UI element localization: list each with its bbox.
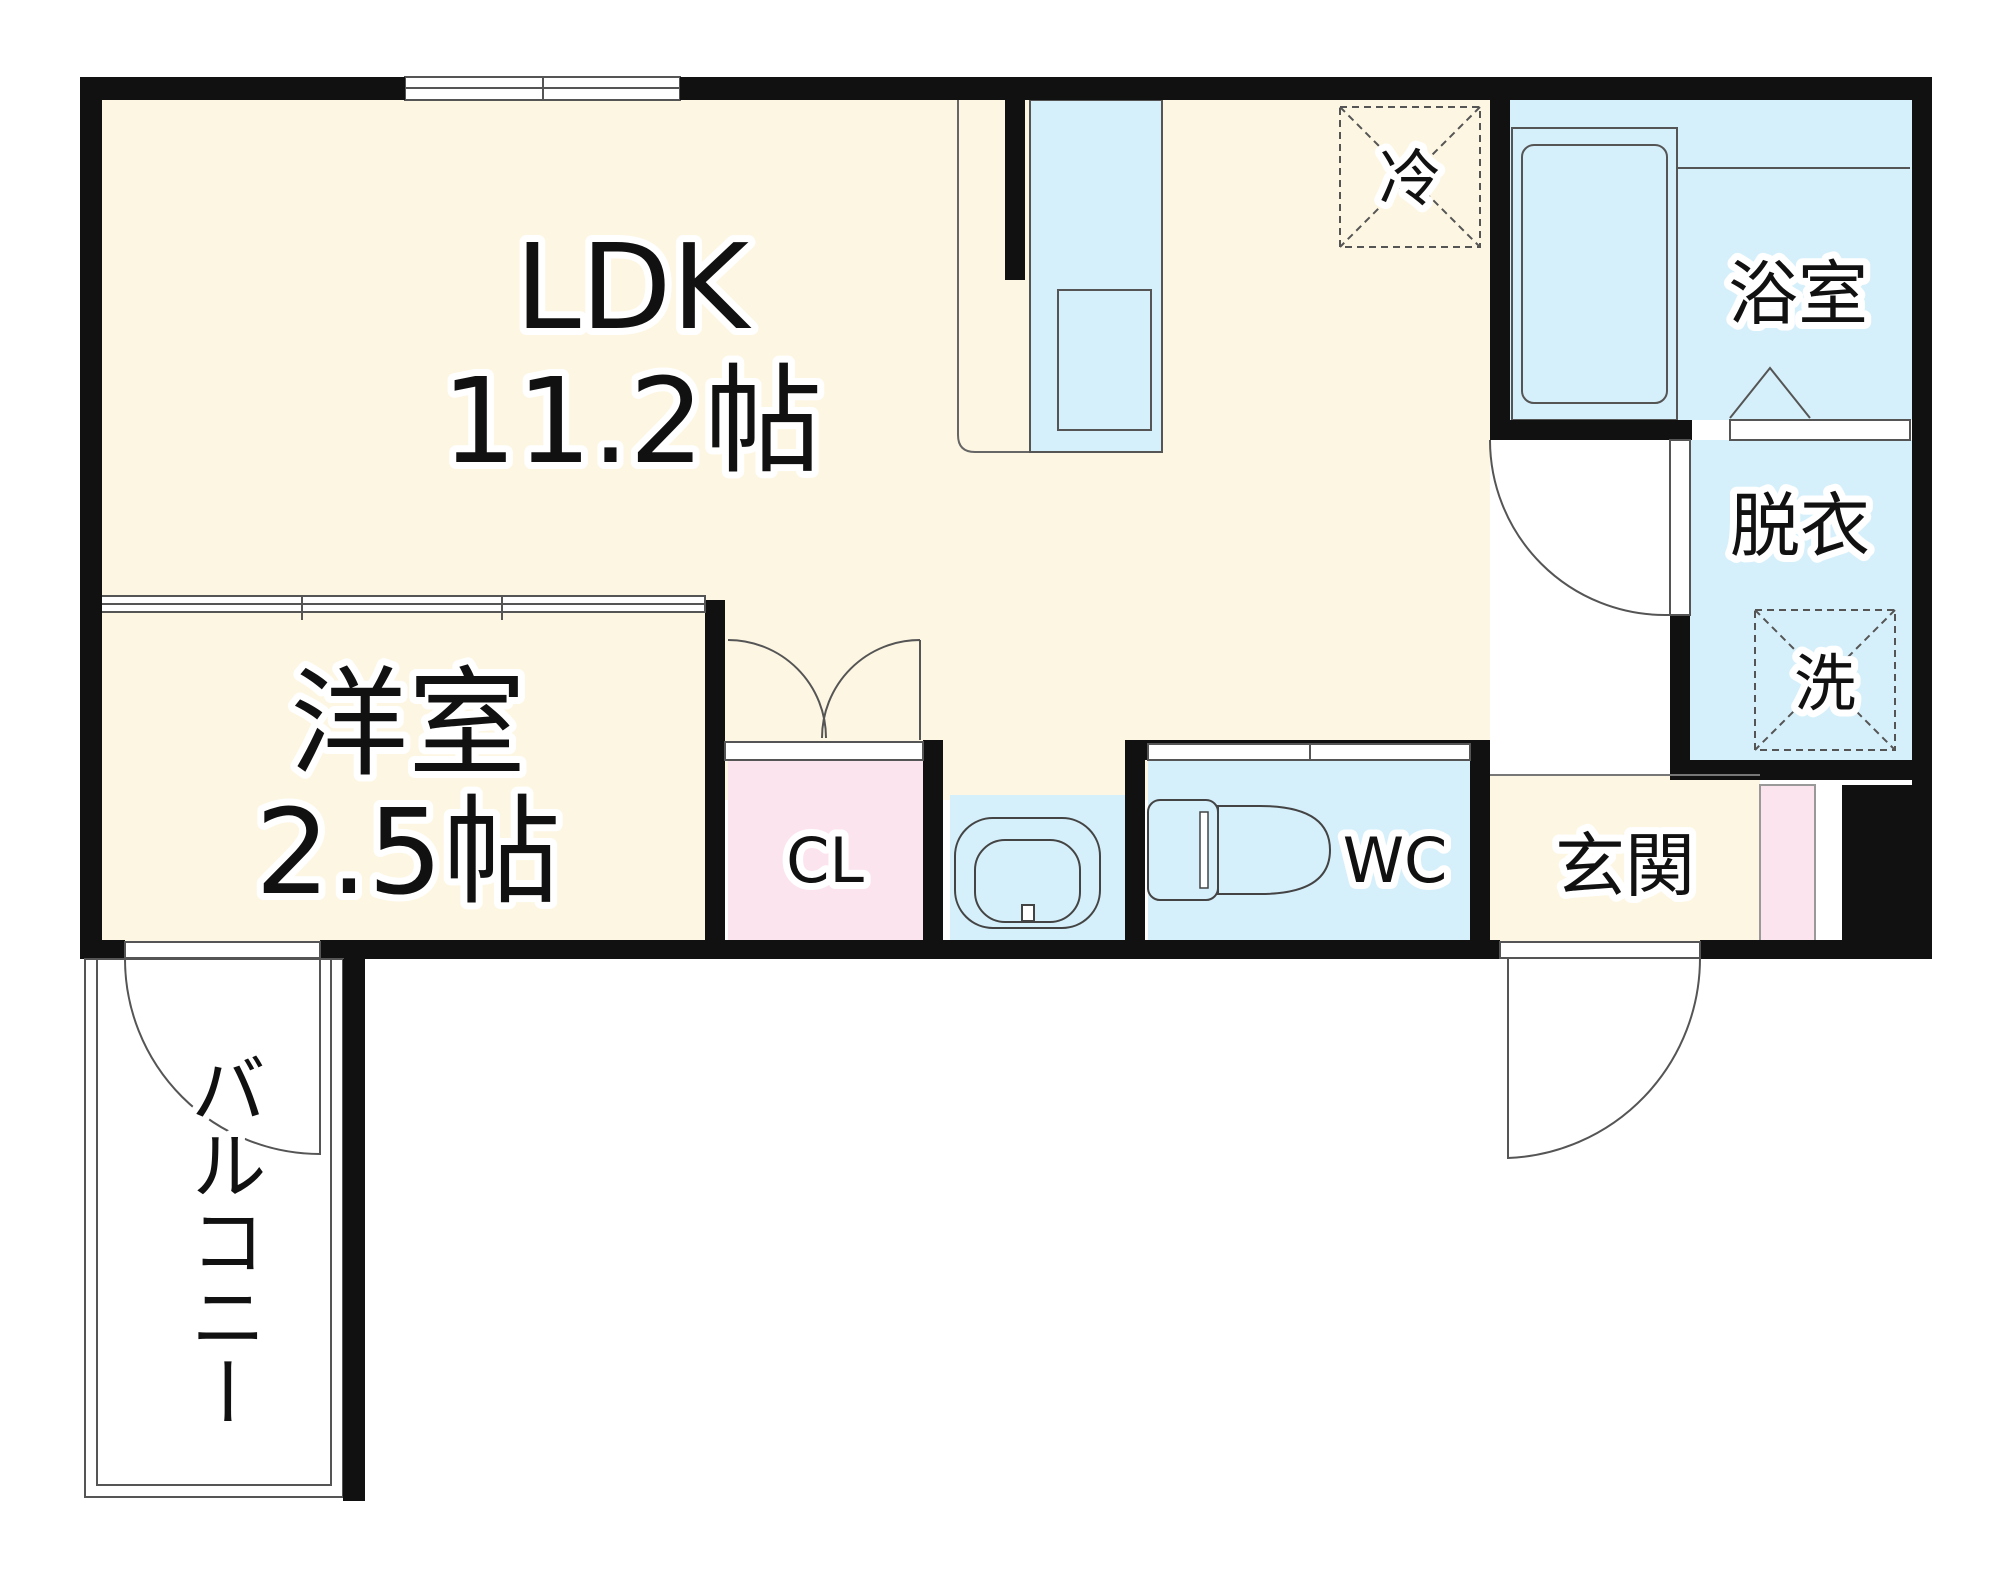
western-room-size-label: 2.5帖	[255, 783, 561, 921]
ldk-size-label: 11.2帖	[442, 352, 823, 490]
bathtub-inner	[1521, 144, 1668, 404]
entrance-floor	[1490, 775, 1760, 945]
washbasin	[954, 817, 1101, 929]
western-room-floor	[100, 610, 710, 945]
kitchen-counter-outline	[957, 100, 1048, 453]
closet-label: CL	[786, 824, 864, 897]
western-room-label: 洋室	[290, 655, 526, 793]
refrigerator-label: 冷	[1379, 142, 1441, 215]
toilet-label: WC	[1343, 824, 1448, 897]
washer-label: 洗	[1794, 647, 1856, 720]
shoe-box	[1759, 784, 1816, 946]
balcony	[84, 941, 365, 1501]
dressing-door-swing	[1489, 439, 1670, 616]
toilet-fixture	[1147, 799, 1332, 901]
dressing-room-floor	[1690, 440, 1912, 760]
entrance-door	[1499, 941, 1702, 1160]
ldk-label: LDK	[515, 218, 752, 356]
refrigerator-space	[1339, 106, 1481, 248]
kitchen-sink	[1057, 289, 1152, 431]
entrance-label: 玄関	[1555, 825, 1695, 907]
washer-space	[1754, 609, 1896, 751]
closet-door-swing-right	[821, 639, 921, 740]
bathroom-label: 浴室	[1728, 253, 1868, 335]
closet-door-track	[724, 741, 924, 761]
dressing-room-label: 脱衣	[1730, 485, 1870, 567]
dressing-sliding-door	[1669, 439, 1691, 616]
bathroom-door-swing	[1729, 366, 1811, 419]
balcony-label: バルコニー	[178, 1050, 267, 1430]
kitchen-partition-wall	[1005, 100, 1025, 280]
bathroom-sliding-door	[1729, 419, 1911, 441]
closet-floor	[728, 760, 923, 945]
exterior-walls	[80, 77, 1932, 959]
